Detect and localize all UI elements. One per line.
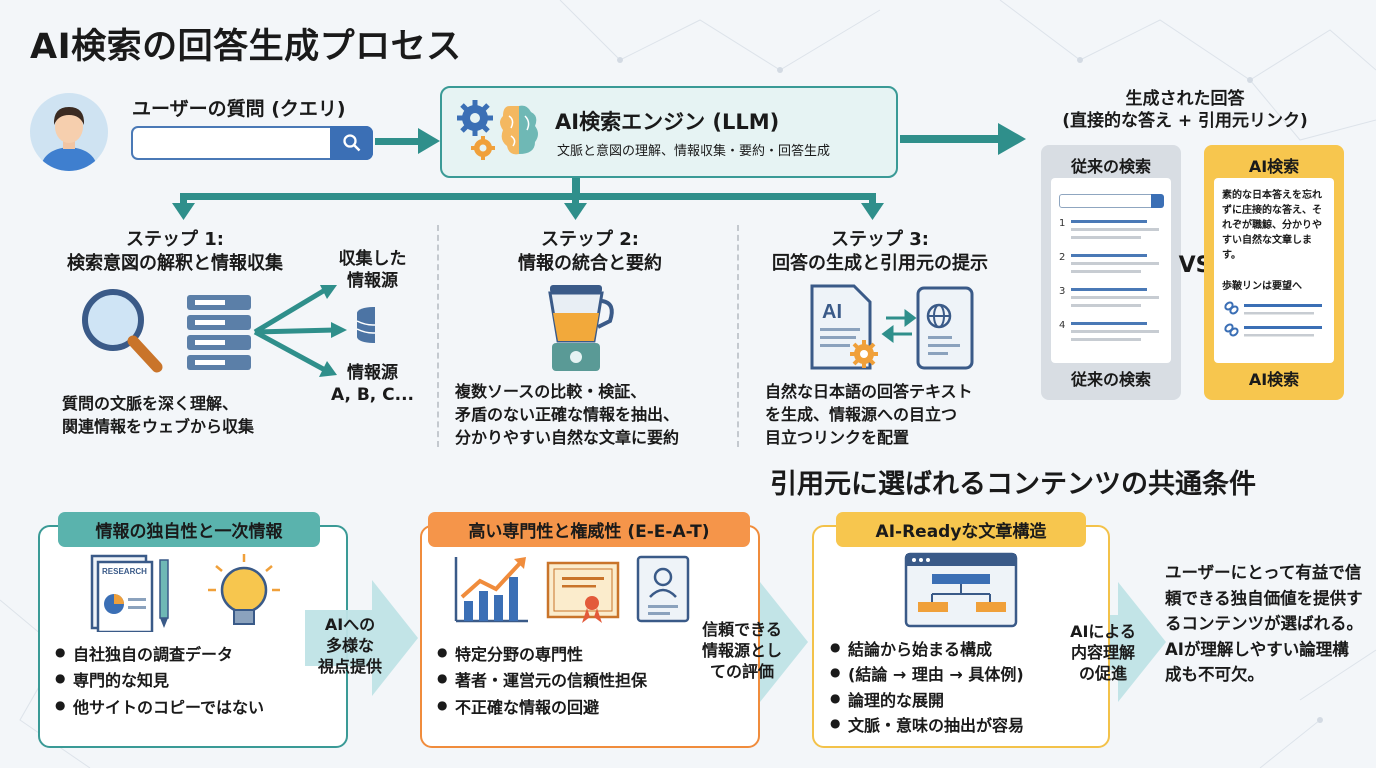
list-item: 文脈・意味の抽出が容易 [830,713,1024,738]
ai-answer-text: 素的な日本答えを忘れずに庄接的な答え、それぞが職鯨、分かりやすい自然な文章します… [1222,190,1322,261]
list-item: 専門的な知見 [55,668,264,694]
section-title: 引用元に選ばれるコンテンツの共通条件 [770,469,1256,500]
mini-search-icon [1151,194,1164,208]
step-2-title: ステップ 2:情報の統合と要約 [518,229,662,275]
expertise-icons [454,555,690,623]
user-icon [40,107,98,171]
result-number: 3 [1059,286,1066,297]
list-item: 著者・運営元の信頼性担保 [437,668,647,694]
result-text-bar [1071,228,1159,231]
research-document-icon [90,554,154,632]
step-3-title: ステップ 3:回答の生成と引用元の提示 [772,229,988,275]
ai-link-note: 歩鞁リンは要望へ [1222,281,1302,292]
result-text-bar [1071,270,1141,273]
result-text-bar [1071,262,1159,265]
search-icon [342,134,360,152]
condition-badge-3: AI-Readyな文章構造 [836,512,1086,547]
server-icon [187,295,251,370]
condition-badge-1: 情報の独自性と一次情報 [58,512,320,547]
result-link-bar [1071,220,1147,223]
conclusion-text: ユーザーにとって有益で信頼できる独自価値を提供するコンテンツが選ばれる。AIが理… [1165,563,1363,685]
result-link-bar [1071,288,1147,291]
step-2-description: 複数ソースの比較・検証、矛盾のない正確な情報を抽出、分かりやすい自然な文章に要約 [455,382,680,448]
list-item: 自社独自の調査データ [55,642,264,668]
mini-search-box [1059,194,1163,208]
ai-panel-title: AI検索 [1248,157,1300,176]
step-3-illustration: AI [810,284,974,370]
list-item-sub: (結論 → 理由 → 具体例) [830,662,1024,687]
arrow-label-2: 信頼できる情報源としての評価 [701,620,782,681]
condition-badge-2: 高い専門性と権威性 (E-E-A-T) [428,512,750,547]
list-item: 他サイトのコピーではない [55,695,264,721]
result-link-bar [1071,322,1147,325]
traditional-title: 従来の検索 [1070,157,1151,176]
ai-panel-footer: AI検索 [1248,370,1300,389]
result-text-bar [1071,338,1141,341]
divider [737,225,739,447]
step-3-description: 自然な日本語の回答テキストを生成、情報源への目立つ目立つリンクを配置 [765,382,973,448]
search-button[interactable] [330,126,373,160]
condition-2-list: 特定分野の専門性 著者・運営元の信頼性担保 不正確な情報の回避 [437,642,647,721]
result-text-bar [1071,304,1141,307]
result-number: 4 [1059,320,1066,331]
divider [437,225,439,447]
output-title: 生成された回答 (直接的な答え + 引用元リンク) [1062,89,1308,132]
step-1-title: ステップ 1:検索意図の解釈と情報収集 [67,229,283,275]
step-1-description: 質問の文脈を深く理解、関連情報をウェブから収集 [62,394,255,437]
ai-answer-card: 素的な日本答えを忘れずに庄接的な答え、それぞが職鯨、分かりやすい自然な文章します… [1214,178,1334,363]
result-number: 2 [1059,252,1066,263]
phone-icon [916,286,974,370]
user-avatar [30,93,108,171]
list-item: 論理的な展開 [830,688,1024,713]
svg-text:AI: AI [822,301,842,323]
flow-arrows [172,123,1026,220]
engine-subtitle: 文脈と意図の理解、情報収集・要約・回答生成 [557,144,831,159]
traditional-search-panel: 従来の検索 1 2 3 4 従来の検索 [1041,145,1181,400]
research-lightbulb-icons: RESEARCH [90,554,280,632]
blender-icon [548,285,614,371]
step-1-illustration [82,285,375,377]
arrow-label-1: AIへの多様な視点提供 [317,615,382,676]
ai-search-panel: AI検索 素的な日本答えを忘れずに庄接的な答え、それぞが職鯨、分かりやすい自然な… [1204,145,1344,400]
citation-links [1224,301,1322,337]
gears-brain-icon [457,100,538,160]
query-label: ユーザーの質問 (クエリ) [132,98,346,120]
gear-icon [850,340,878,368]
id-profile-icon [636,555,690,623]
result-text-bar [1071,236,1141,239]
research-label: RESEARCH [102,567,147,576]
growth-chart-icon [454,557,528,623]
result-link-bar [1071,254,1147,257]
traditional-results-card: 1 2 3 4 [1051,178,1171,363]
page-title: AI検索の回答生成プロセス [30,27,462,67]
list-item: 結論から始まる構成 [830,637,1024,662]
condition-1-list: 自社独自の調査データ 専門的な知見 他サイトのコピーではない [55,642,264,721]
document-structure-icon [904,552,1018,628]
result-text-bar [1071,330,1159,333]
condition-3-list: 結論から始まる構成 (結論 → 理由 → 具体例) 論理的な展開 文脈・意味の抽… [830,637,1024,738]
lightbulb-icon [208,554,280,625]
list-item: 特定分野の専門性 [437,642,647,668]
result-number: 1 [1059,218,1066,229]
pencil-icon [159,559,169,628]
result-text-bar [1071,296,1159,299]
traditional-footer: 従来の検索 [1070,370,1151,389]
list-item: 不正確な情報の回避 [437,695,647,721]
engine-title: AI検索エンジン (LLM) [555,110,780,134]
collected-sources-label: 収集した情報源 [338,249,407,292]
arrow-label-3: AIによる内容理解の促進 [1070,622,1136,683]
magnifier-icon [82,289,163,373]
certificate-icon [546,561,620,623]
